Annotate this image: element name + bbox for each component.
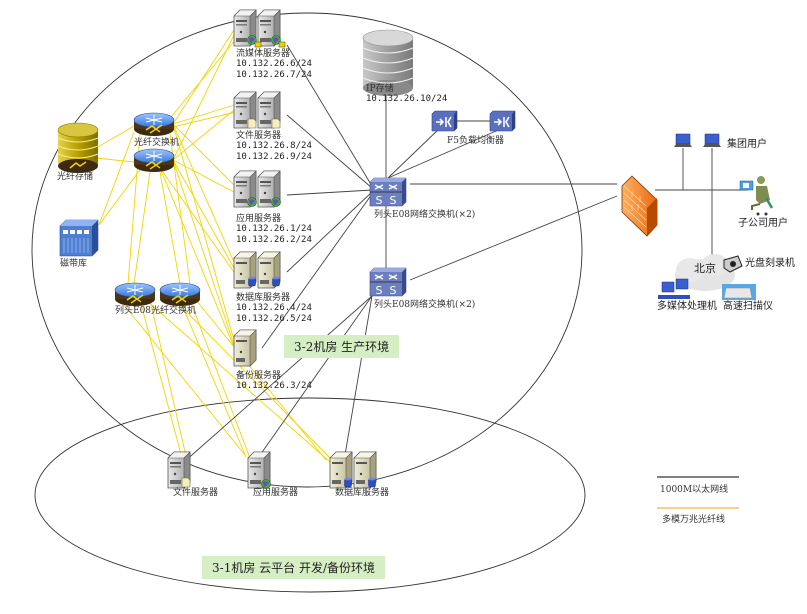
fiber-storage-label: 光纤存储	[57, 172, 94, 182]
multimedia-pc[interactable]	[658, 278, 690, 299]
beijing-label: 北京	[694, 262, 716, 275]
scanner-label: 高速扫描仪	[723, 301, 773, 312]
ip-address: 10.132.26.4/24	[236, 303, 312, 314]
fiber-storage[interactable]	[57, 122, 99, 173]
cloud-database-server-label: 数据库服务器	[335, 488, 390, 498]
database-server[interactable]	[233, 251, 281, 289]
multimedia-pc-label: 多媒体处理机	[657, 301, 717, 312]
ip-address: 10.132.26.7/24	[236, 69, 312, 80]
e08-fiber-switch-label: 列头E08光纤交换机	[115, 306, 197, 316]
ip-address: 10.132.26.1/24	[236, 224, 312, 235]
disc-burner[interactable]	[723, 255, 743, 273]
ip-address: 10.132.26.9/24	[236, 151, 312, 162]
scanner[interactable]	[722, 284, 756, 300]
group-users-label: 集团用户	[727, 139, 767, 150]
cloud-file-server-label: 文件服务器	[173, 488, 219, 498]
file-server[interactable]	[233, 91, 281, 129]
core-switch-2-label: 列头E08网络交换机(×2)	[374, 300, 476, 310]
file-server-label: 文件服务器 10.132.26.8/24 10.132.26.9/24	[236, 131, 312, 162]
core-network-switch-2[interactable]	[369, 267, 407, 298]
core-switch-1-label: 列头E08网络交换机(×2)	[374, 210, 476, 220]
ip-storage-label: IP存储 10.132.26.10/24	[366, 84, 447, 105]
ip-address: 10.132.26.8/24	[236, 141, 312, 152]
cloud-file-server[interactable]	[167, 451, 191, 489]
stream-server[interactable]	[233, 9, 286, 48]
ip-storage[interactable]	[362, 29, 414, 96]
node-name: IP存储	[366, 84, 394, 94]
production-zone-boundary	[31, 12, 583, 488]
node-name: 备份服务器	[236, 371, 282, 381]
stream-server-label: 流媒体服务器 10.132.26.6/24 10.132.26.7/24	[236, 49, 312, 80]
fiber-links	[95, 29, 337, 465]
node-name: 数据库服务器	[236, 293, 291, 303]
branch-users[interactable]	[739, 176, 774, 216]
tape-library[interactable]	[59, 219, 99, 257]
beijing-cloud	[675, 254, 735, 291]
app-server-label: 应用服务器 10.132.26.1/24 10.132.26.2/24	[236, 214, 312, 245]
fiber-switch-label: 光纤交换机	[134, 138, 180, 148]
tape-library-label: 磁带库	[60, 259, 88, 269]
cloud-app-server[interactable]	[247, 451, 271, 489]
ip-address: 10.132.26.10/24	[366, 94, 448, 105]
core-network-switch-1[interactable]	[369, 177, 407, 208]
ip-address: 10.132.26.6/24	[236, 59, 312, 70]
cloud-zone-label: 3-1机房 云平台 开发/备份环境	[202, 556, 385, 579]
node-name: 文件服务器	[236, 131, 282, 141]
node-name: 流媒体服务器	[236, 49, 291, 59]
app-server[interactable]	[233, 170, 281, 208]
ethernet-links	[183, 44, 748, 463]
ip-address: 10.132.26.5/24	[236, 313, 312, 324]
backup-server-label: 备份服务器 10.132.26.3/24	[236, 371, 312, 392]
ip-address: 10.132.26.2/24	[236, 234, 312, 245]
legend-fiber-label: 多模万兆光纤线	[662, 515, 726, 525]
database-server-label: 数据库服务器 10.132.26.4/24 10.132.26.5/24	[236, 293, 312, 324]
backup-server[interactable]	[233, 329, 257, 367]
cloud-zone-boundary	[34, 397, 586, 593]
f5-label: F5负载均衡器	[447, 136, 504, 146]
disc-burner-label: 光盘刻录机	[745, 258, 795, 269]
cloud-app-server-label: 应用服务器	[253, 488, 299, 498]
e08-fiber-switch[interactable]	[114, 282, 201, 307]
node-name: 应用服务器	[236, 214, 282, 224]
cloud-database-server[interactable]	[329, 451, 377, 489]
production-zone-label: 3-2机房 生产环境	[284, 335, 400, 358]
group-users[interactable]	[673, 133, 722, 148]
ip-address: 10.132.26.3/24	[236, 381, 312, 392]
legend-ethernet-label: 1000M以太网线	[660, 485, 729, 495]
firewall[interactable]	[621, 175, 658, 237]
branch-users-label: 子公司用户	[738, 218, 788, 229]
